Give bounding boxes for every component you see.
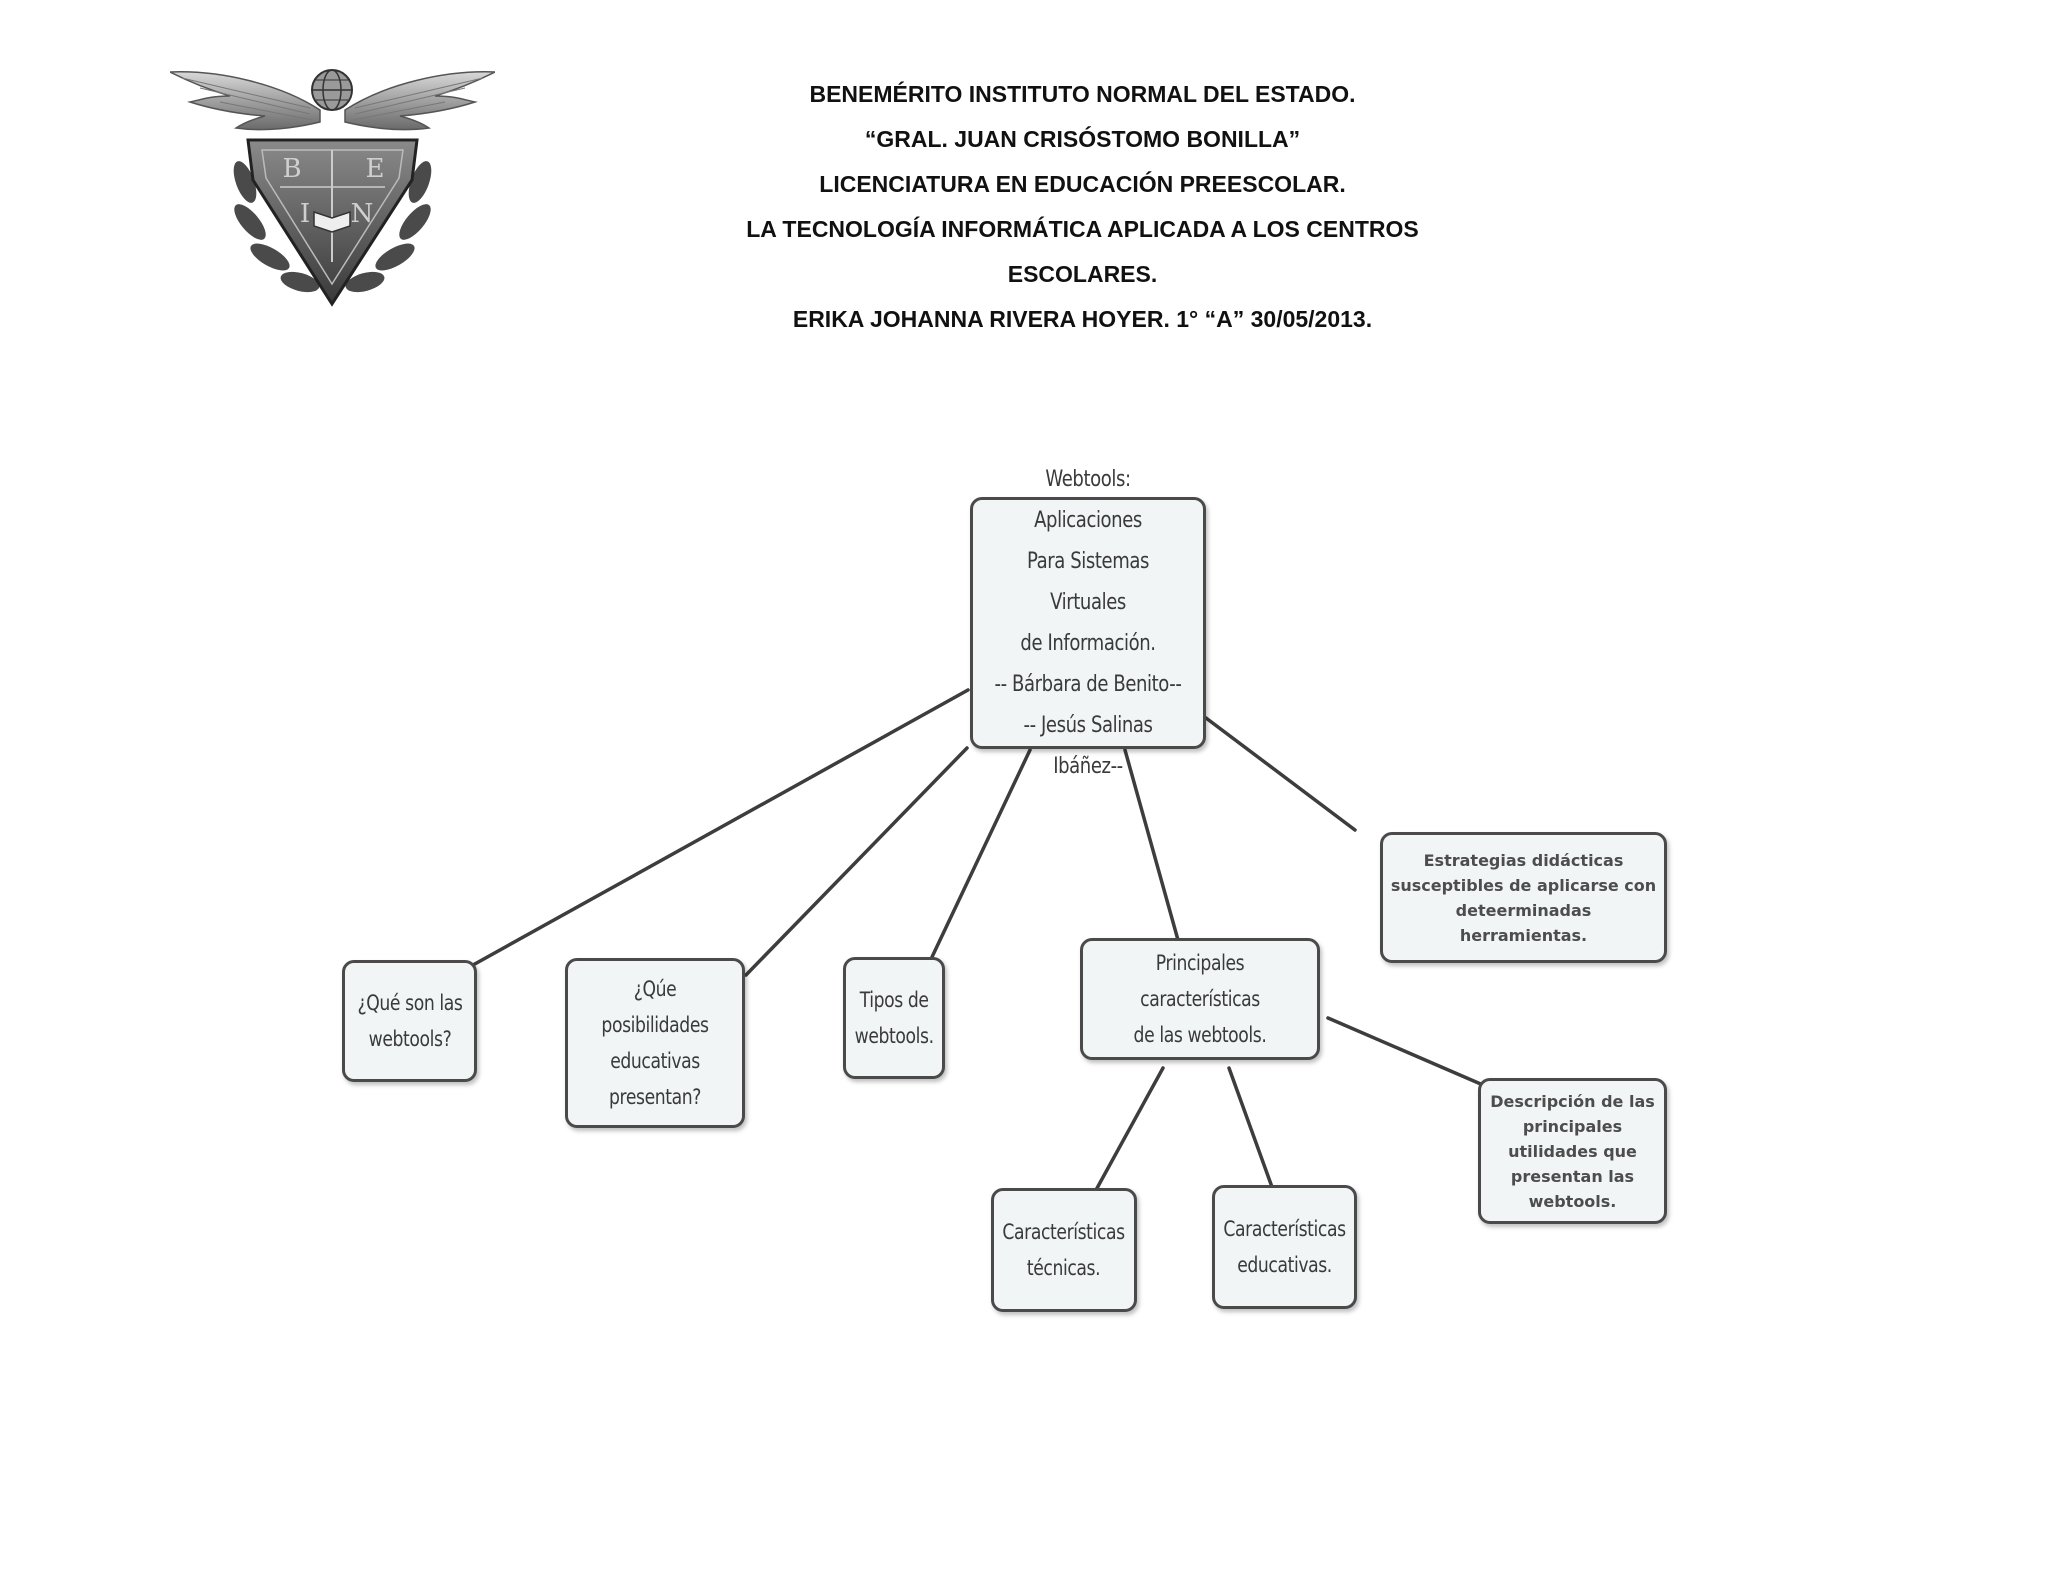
- wings-icon: [170, 71, 495, 131]
- document-header: BENEMÉRITO INSTITUTO NORMAL DEL ESTADO. …: [560, 72, 1605, 342]
- svg-text:B: B: [282, 154, 301, 184]
- connector-root-estrategias: [1204, 716, 1357, 832]
- connector-principales-educativas: [1227, 1066, 1274, 1189]
- connector-root-tipos: [930, 748, 1032, 959]
- connector-root-que-son: [471, 688, 970, 967]
- svg-text:E: E: [366, 154, 385, 184]
- connector-principales-tecnicas: [1094, 1066, 1165, 1192]
- institute-name: BENEMÉRITO INSTITUTO NORMAL DEL ESTADO.: [809, 81, 1356, 107]
- concept-caracteristicas-tecnicas: Características técnicas.: [991, 1188, 1137, 1312]
- laurel-icon: [233, 161, 432, 293]
- connector-root-posibilidades: [744, 746, 969, 977]
- concept-descripcion-utilidades: Descripción de las principales utilidade…: [1478, 1078, 1667, 1224]
- course-title-line2: ESCOLARES.: [1007, 261, 1158, 287]
- concept-que-son-webtools: ¿Qué son las webtools?: [342, 960, 477, 1082]
- globe-icon: [311, 69, 353, 111]
- svg-text:I: I: [300, 199, 310, 229]
- concept-tipos-webtools: Tipos de webtools.: [843, 957, 945, 1079]
- concept-estrategias-didacticas: Estrategias didácticas susceptibles de a…: [1380, 832, 1667, 963]
- svg-text:N: N: [351, 199, 374, 229]
- connector-root-principales: [1123, 748, 1180, 942]
- connector-principales-descripcion: [1326, 1016, 1485, 1087]
- author-and-date: ERIKA JOHANNA RIVERA HOYER. 1° “A” 30/05…: [792, 306, 1373, 332]
- concept-posibilidades-educativas: ¿Qúe posibilidades educativas presentan?: [565, 958, 745, 1128]
- concept-principales-caracteristicas: Principales características de las webto…: [1080, 938, 1320, 1060]
- institute-subtitle: “GRAL. JUAN CRISÓSTOMO BONILLA”: [864, 126, 1301, 152]
- concept-caracteristicas-educativas: Características educativas.: [1212, 1185, 1357, 1309]
- degree-program: LICENCIATURA EN EDUCACIÓN PREESCOLAR.: [819, 171, 1346, 197]
- book-icon: [313, 210, 351, 233]
- concept-root-webtools: Webtools: Aplicaciones Para Sistemas Vir…: [970, 467, 1206, 779]
- institute-emblem-logo: B E I N: [170, 69, 495, 307]
- course-title-line1: LA TECNOLOGÍA INFORMÁTICA APLICADA A LOS…: [746, 216, 1419, 242]
